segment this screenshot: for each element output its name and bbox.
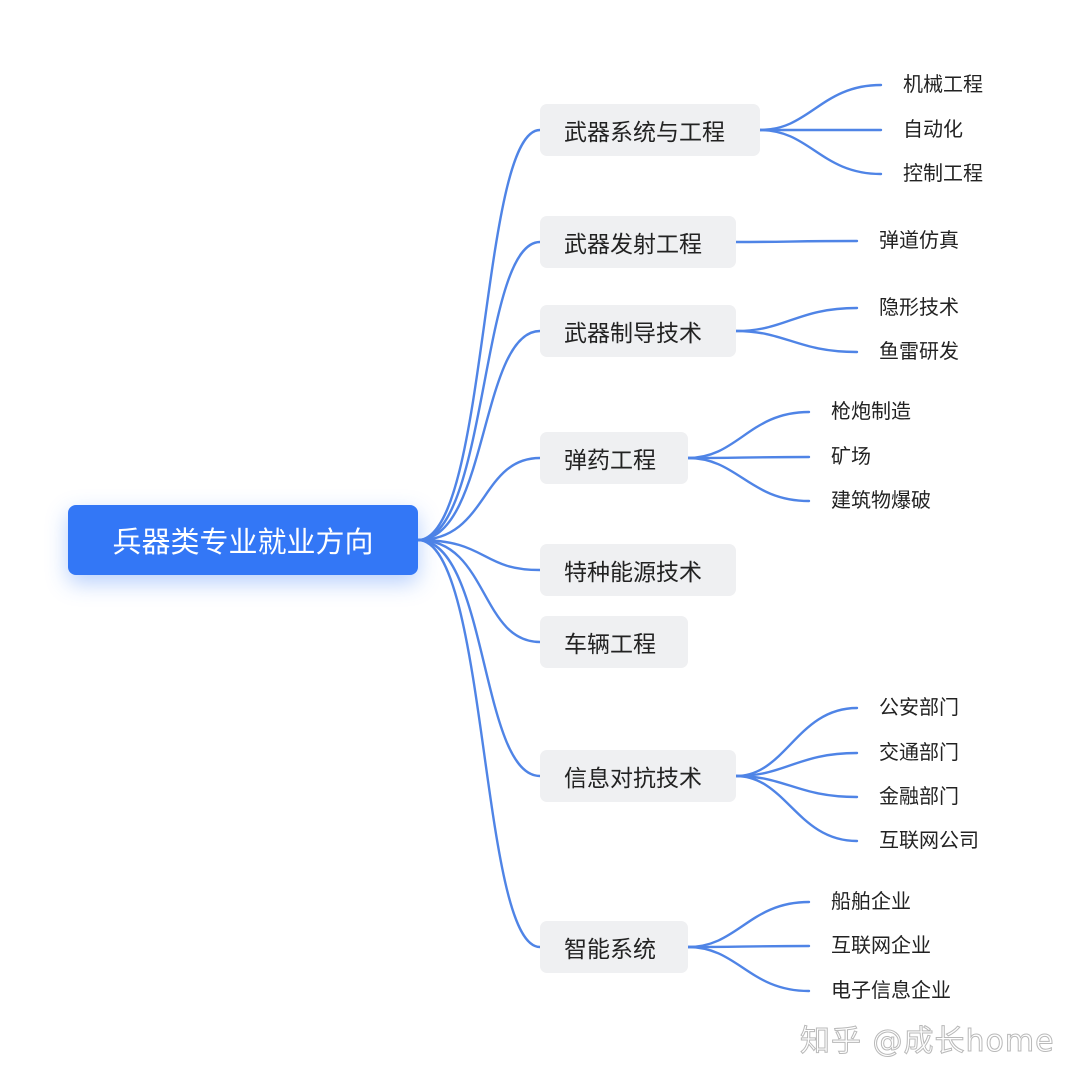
- leaf-node[interactable]: 金融部门: [879, 784, 959, 808]
- branch-label: 车辆工程: [564, 632, 656, 658]
- branch-label: 弹药工程: [564, 448, 656, 474]
- leaf-node[interactable]: 自动化: [903, 117, 963, 141]
- branch-node[interactable]: 智能系统: [540, 921, 688, 973]
- leaf-node[interactable]: 机械工程: [903, 72, 983, 96]
- branch-node[interactable]: 武器系统与工程: [540, 104, 760, 156]
- root-branch-connector: [416, 538, 542, 572]
- branch-node[interactable]: 车辆工程: [540, 616, 688, 668]
- branch-leaf-connector: [686, 456, 811, 503]
- branch-label: 特种能源技术: [564, 560, 702, 586]
- branch-leaf-connector: [734, 329, 859, 354]
- branch-label: 信息对抗技术: [564, 766, 702, 792]
- branch-leaf-connector: [686, 944, 811, 949]
- root-node[interactable]: 兵器类专业就业方向: [68, 505, 418, 575]
- root-branch-connector: [416, 329, 542, 542]
- leaf-node[interactable]: 船舶企业: [831, 889, 911, 913]
- branch-leaf-connector: [734, 774, 859, 843]
- branch-node[interactable]: 特种能源技术: [540, 544, 736, 596]
- leaf-node[interactable]: 鱼雷研发: [879, 339, 959, 363]
- leaf-node[interactable]: 矿场: [831, 444, 871, 468]
- branch-label: 武器发射工程: [564, 232, 702, 258]
- watermark: 知乎 @成长home: [800, 1024, 1055, 1060]
- root-branch-connector: [416, 538, 542, 949]
- branch-leaf-connector: [686, 945, 811, 993]
- branch-leaf-connector: [734, 774, 859, 799]
- leaf-node[interactable]: 控制工程: [903, 161, 983, 185]
- root-branch-connector: [416, 456, 542, 542]
- leaf-node[interactable]: 互联网公司: [879, 828, 979, 852]
- branch-label: 武器系统与工程: [564, 120, 725, 146]
- root-branch-connector: [416, 538, 542, 644]
- branch-leaf-connector: [734, 706, 859, 778]
- branch-node[interactable]: 信息对抗技术: [540, 750, 736, 802]
- branch-leaf-connector: [758, 128, 883, 176]
- branch-node[interactable]: 武器发射工程: [540, 216, 736, 268]
- root-label: 兵器类专业就业方向: [112, 525, 374, 559]
- branch-leaf-connector: [686, 900, 811, 949]
- branch-leaf-connector: [734, 239, 859, 244]
- branch-node[interactable]: 武器制导技术: [540, 305, 736, 357]
- leaf-node[interactable]: 弹道仿真: [879, 228, 959, 252]
- leaf-node[interactable]: 互联网企业: [831, 933, 931, 957]
- branch-label: 智能系统: [564, 937, 656, 963]
- leaf-node[interactable]: 隐形技术: [879, 295, 959, 319]
- branch-leaf-connector: [686, 410, 811, 460]
- root-branch-connector: [416, 128, 542, 542]
- branch-label: 武器制导技术: [564, 321, 702, 347]
- leaf-node[interactable]: 枪炮制造: [831, 399, 911, 423]
- leaf-node[interactable]: 公安部门: [879, 695, 959, 719]
- root-branch-connector: [416, 240, 542, 542]
- branch-leaf-connector: [686, 455, 811, 460]
- branch-leaf-connector: [734, 306, 859, 333]
- leaf-node[interactable]: 电子信息企业: [831, 978, 951, 1002]
- leaf-node[interactable]: 交通部门: [879, 740, 959, 764]
- branch-leaf-connector: [758, 83, 883, 132]
- leaf-node[interactable]: 建筑物爆破: [831, 488, 931, 512]
- branch-leaf-connector: [734, 751, 859, 778]
- root-branch-connector: [416, 538, 542, 778]
- branch-node[interactable]: 弹药工程: [540, 432, 688, 484]
